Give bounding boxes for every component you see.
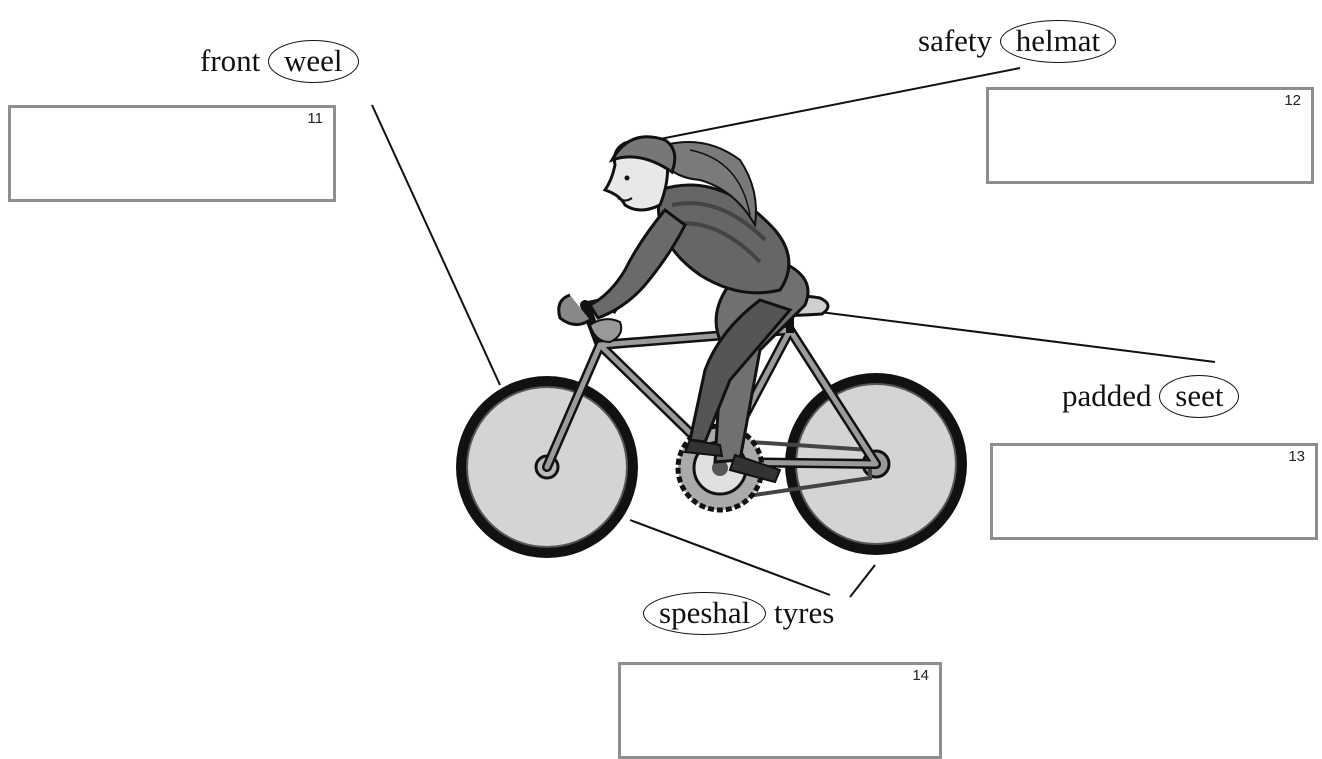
label-helmet-plain: safety xyxy=(918,23,993,58)
answer-box-number: 11 xyxy=(307,110,323,127)
label-helmet-circled: helmat xyxy=(999,20,1117,63)
label-tyres-plain: tyres xyxy=(774,595,835,630)
bicycle-illustration xyxy=(456,135,967,558)
answer-box-13[interactable]: 13 xyxy=(990,443,1318,540)
leader-line-tyre-back xyxy=(629,519,831,596)
answer-box-number: 13 xyxy=(1288,448,1305,465)
leader-line-front-wheel xyxy=(371,104,501,386)
answer-box-14[interactable]: 14 xyxy=(618,662,942,759)
answer-box-12[interactable]: 12 xyxy=(986,87,1314,184)
answer-box-number: 12 xyxy=(1284,92,1301,109)
answer-box-number: 14 xyxy=(912,667,929,684)
label-front-circled: weel xyxy=(268,40,359,83)
leader-line-seat xyxy=(819,311,1216,363)
label-seat-plain: padded xyxy=(1062,378,1152,413)
cyclist xyxy=(587,135,810,484)
leader-line-helmet xyxy=(654,67,1021,141)
label-tyres-circled: speshal xyxy=(643,592,767,635)
label-front-plain: front xyxy=(200,43,261,78)
label-special-tyres: speshal tyres xyxy=(643,592,834,635)
label-safety-helmet: safety helmat xyxy=(918,20,1117,63)
leader-lines xyxy=(371,67,1216,598)
label-seat-circled: seet xyxy=(1159,375,1240,418)
label-padded-seat: padded seet xyxy=(1062,375,1240,418)
answer-box-11[interactable]: 11 xyxy=(8,105,336,202)
leader-line-tyre-front xyxy=(849,564,876,598)
label-front-wheel: front weel xyxy=(200,40,359,83)
